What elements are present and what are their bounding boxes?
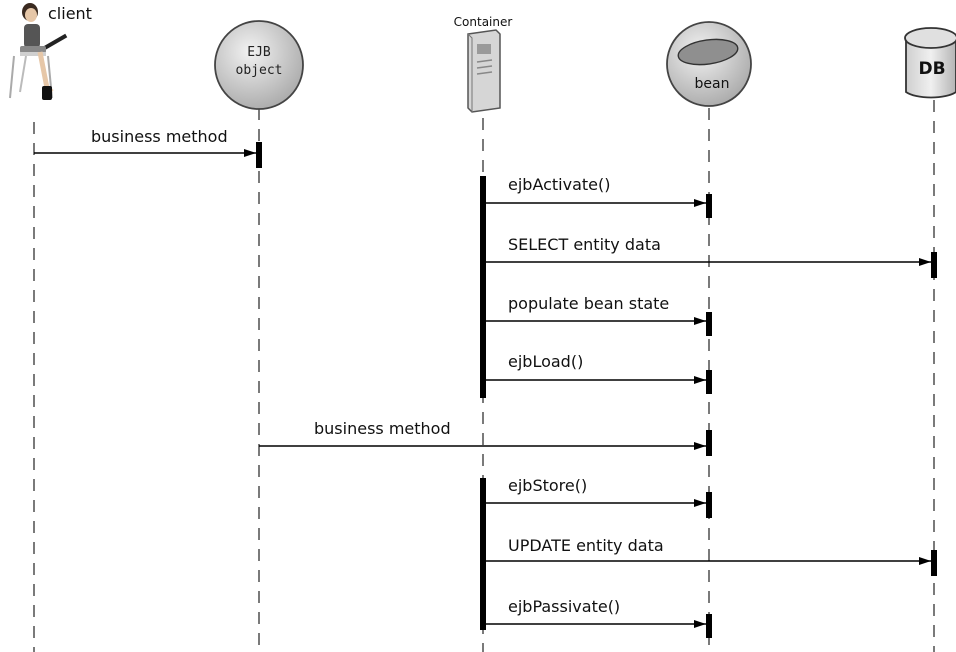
client-person-icon [9,3,68,100]
bean-activation-store [706,492,712,518]
message-business-method-2: business method [259,419,706,450]
message-label: ejbStore() [508,476,587,495]
bean-activation-passivate [706,614,712,638]
ejb-object-label-line1: EJB [247,45,271,60]
container-label: Container [454,15,513,29]
message-business-method-1: business method [34,127,256,157]
message-ejbload: ejbLoad() [486,352,706,384]
ejb-object-label-line2: object [236,63,283,78]
db-activation-select [931,252,937,278]
ejb-object-ball-icon [214,20,304,110]
container-server-icon [467,29,501,113]
message-label: ejbPassivate() [508,597,620,616]
container-activation-store [480,478,486,630]
message-populate-bean-state: populate bean state [486,294,706,325]
bean-activation-load [706,370,712,394]
bean-activation-business [706,430,712,456]
client-label: client [48,4,92,23]
message-label: UPDATE entity data [508,536,664,555]
bean-label: bean [695,76,730,92]
message-ejbactivate: ejbActivate() [486,175,706,207]
db-cylinder-icon [904,27,956,99]
message-label: SELECT entity data [508,235,661,254]
bean-ball-icon [666,21,752,107]
message-label: populate bean state [508,294,669,313]
bean-activation-activate [706,194,712,218]
message-label: ejbLoad() [508,352,583,371]
message-ejbstore: ejbStore() [486,476,706,507]
message-label: ejbActivate() [508,175,611,194]
message-update-entity-data: UPDATE entity data [486,536,931,565]
db-label: DB [918,59,945,79]
message-select-entity-data: SELECT entity data [486,235,931,266]
ejb-object-activation [256,142,262,168]
db-activation-update [931,550,937,576]
container-activation-load [480,176,486,398]
bean-activation-populate [706,312,712,336]
message-ejbpassivate: ejbPassivate() [486,597,706,628]
message-label: business method [314,419,451,438]
message-label: business method [91,127,228,146]
